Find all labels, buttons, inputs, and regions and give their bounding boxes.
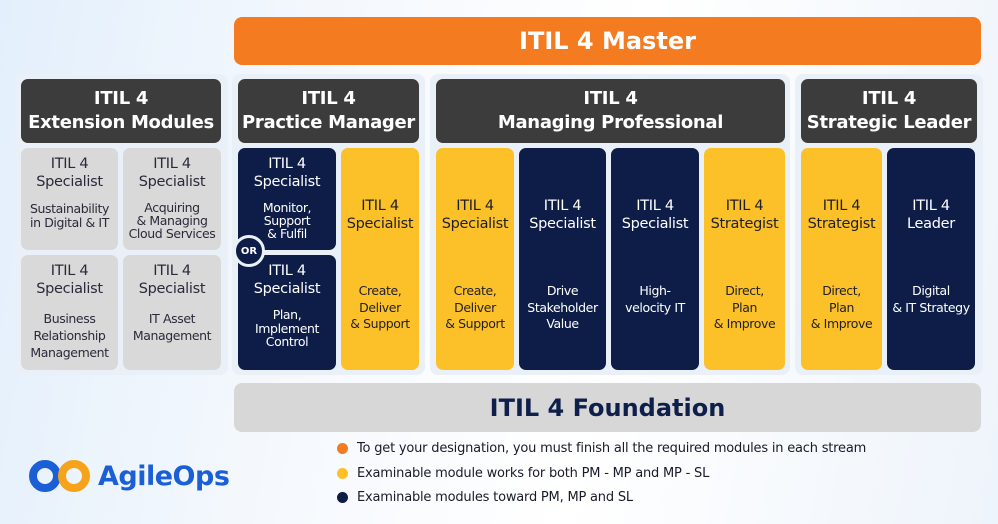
legend-item: Examinable modules toward PM, MP and SL bbox=[337, 490, 633, 505]
module-card: ITIL 4 Specialist Drive Stakeholder Valu… bbox=[519, 148, 606, 370]
module-title: ITIL 4 Specialist bbox=[346, 198, 414, 232]
module-card: ITIL 4 Specialist IT Asset Management bbox=[123, 255, 221, 370]
infinity-logo-icon bbox=[29, 460, 90, 492]
module-card: ITIL 4 Specialist Plan, Implement Contro… bbox=[238, 255, 336, 370]
module-title: ITIL 4 Specialist bbox=[621, 198, 689, 232]
managing-professional-header: ITIL 4 Managing Professional bbox=[436, 79, 785, 143]
module-name: Create, Deliver & Support bbox=[350, 283, 410, 331]
navy-dot-icon bbox=[337, 492, 348, 503]
module-name: Business Relationship Management bbox=[30, 311, 109, 360]
module-card: ITIL 4 Specialist High- velocity IT bbox=[611, 148, 699, 370]
extension-header: ITIL 4 Extension Modules bbox=[21, 79, 221, 143]
orange-dot-icon bbox=[337, 443, 348, 454]
legend-item: To get your designation, you must finish… bbox=[337, 441, 866, 456]
module-title: ITIL 4 Specialist bbox=[253, 263, 321, 297]
module-name: Digital & IT Strategy bbox=[892, 283, 970, 315]
module-name: Drive Stakeholder Value bbox=[527, 283, 598, 331]
module-name: Acquiring & Managing Cloud Services bbox=[128, 200, 216, 241]
module-card: ITIL 4 Leader Digital & IT Strategy bbox=[887, 148, 975, 370]
module-name: Plan, Implement Control bbox=[254, 307, 320, 349]
module-name: Direct, Plan & Improve bbox=[810, 283, 873, 331]
module-card: ITIL 4 Strategist Direct, Plan & Improve bbox=[801, 148, 882, 370]
itil-master-bar: ITIL 4 Master bbox=[234, 17, 981, 65]
module-card: ITIL 4 Specialist Acquiring & Managing C… bbox=[123, 148, 221, 250]
module-name: Direct, Plan & Improve bbox=[713, 283, 776, 331]
module-name: Monitor, Support & Fulfil bbox=[262, 200, 312, 241]
legend-item: Examinable module works for both PM - MP… bbox=[337, 466, 709, 481]
module-title: ITIL 4 Specialist bbox=[441, 198, 509, 232]
module-name: Sustainability in Digital & IT bbox=[29, 201, 110, 230]
module-title: ITIL 4 Leader bbox=[907, 198, 955, 232]
module-name: Create, Deliver & Support bbox=[445, 283, 505, 331]
module-title: ITIL 4 Specialist bbox=[138, 263, 206, 297]
agileops-logo: AgileOps bbox=[28, 458, 230, 494]
itil-foundation-bar: ITIL 4 Foundation bbox=[234, 383, 981, 432]
yellow-dot-icon bbox=[337, 468, 348, 479]
module-title: ITIL 4 Specialist bbox=[529, 198, 596, 232]
module-card: ITIL 4 Specialist Monitor, Support & Ful… bbox=[238, 148, 336, 250]
module-card: ITIL 4 Specialist Business Relationship … bbox=[21, 255, 118, 370]
module-card: ITIL 4 Specialist Create, Deliver & Supp… bbox=[436, 148, 514, 370]
or-badge: OR bbox=[233, 235, 265, 267]
legend-text: To get your designation, you must finish… bbox=[357, 441, 867, 456]
module-name: IT Asset Management bbox=[132, 311, 212, 343]
module-name: High- velocity IT bbox=[625, 283, 685, 315]
module-title: ITIL 4 Strategist bbox=[807, 198, 876, 232]
module-card: ITIL 4 Specialist Create, Deliver & Supp… bbox=[341, 148, 419, 370]
module-title: ITIL 4 Specialist bbox=[36, 156, 103, 190]
module-title: ITIL 4 Specialist bbox=[253, 156, 321, 190]
legend-text: Examinable module works for both PM - MP… bbox=[357, 466, 710, 481]
legend-text: Examinable modules toward PM, MP and SL bbox=[357, 490, 633, 505]
module-card: ITIL 4 Strategist Direct, Plan & Improve bbox=[704, 148, 785, 370]
module-title: ITIL 4 Specialist bbox=[36, 263, 103, 297]
module-card: ITIL 4 Specialist Sustainability in Digi… bbox=[21, 148, 118, 250]
practice-manager-header: ITIL 4 Practice Manager bbox=[238, 79, 419, 143]
module-title: ITIL 4 Specialist bbox=[138, 156, 206, 190]
module-title: ITIL 4 Strategist bbox=[710, 198, 779, 232]
strategic-leader-header: ITIL 4 Strategic Leader bbox=[801, 79, 977, 143]
logo-text: AgileOps bbox=[98, 460, 230, 492]
